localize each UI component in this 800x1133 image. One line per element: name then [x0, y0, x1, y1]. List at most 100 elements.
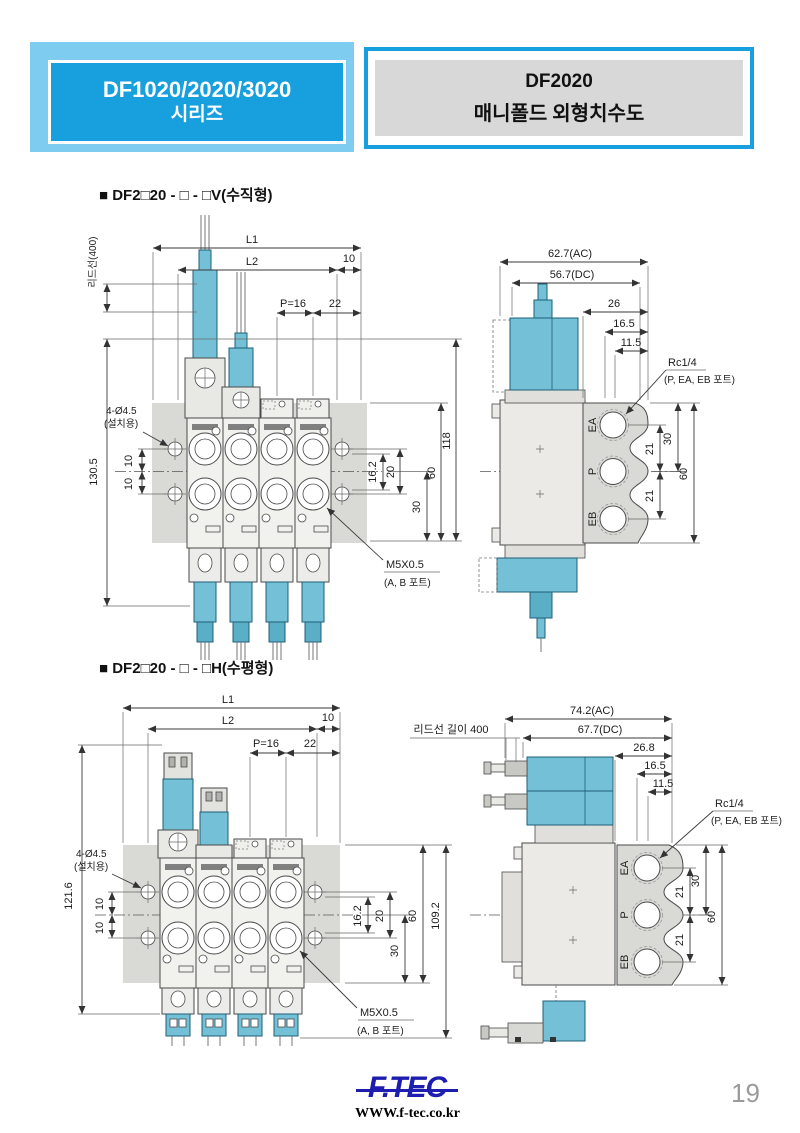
side-top-solenoid: [509, 317, 579, 391]
dim-l2: L2: [246, 256, 258, 268]
diagram-vertical: L1 L2 10 P=16 22 리드선(400) 130.5 4-Ø4.5 (…: [87, 215, 735, 660]
dim-21b: 21: [674, 934, 686, 946]
top-solenoid-2: [221, 272, 261, 419]
model-title-band: DF2020 매니폴드 외형치수도: [375, 60, 743, 136]
dim-l2: L2: [222, 715, 234, 727]
model-title: DF2020: [525, 70, 593, 92]
thread-label: M5X0.5: [386, 559, 424, 571]
logo-text: F.TEC: [367, 1071, 447, 1104]
thread-label: M5X0.5: [360, 1007, 398, 1019]
dim-22: 22: [329, 298, 341, 310]
dim-p16: P=16: [253, 738, 279, 750]
section-title-horizontal: ■ DF2□20 - □ - □H(수평형): [99, 660, 274, 677]
side-top-solenoids: [483, 756, 614, 826]
port-label-p: P: [587, 468, 599, 475]
dim-109-2: 109.2: [430, 902, 442, 930]
dim-10b: 10: [123, 478, 135, 490]
dim-p16: P=16: [280, 298, 306, 310]
port-p: [631, 899, 663, 931]
dim-60s: 60: [678, 468, 690, 480]
port-label-eb: EB: [619, 955, 631, 970]
front-view-horizontal: L1 L2 10 P=16 22 121.6 4-Ø4.5 (설치용) 10 1…: [63, 694, 452, 1047]
side-view-vertical: EA P EB 62.7(AC) 56.7(DC) 26 16.5: [478, 248, 735, 652]
valve-body-side: [499, 399, 586, 546]
thread-ports-label: (A, B 포트): [384, 578, 431, 589]
valve-station: [267, 857, 305, 1047]
mount-hole-label: 4-Ø4.5: [106, 406, 137, 417]
valve-station: [294, 417, 332, 660]
valve-body-side: [521, 842, 616, 986]
port-label-eb: EB: [587, 512, 599, 527]
dim-21b: 21: [644, 490, 656, 502]
dim-dc: 56.7(DC): [550, 269, 595, 281]
station-cap: [269, 838, 303, 859]
dim-10a: 10: [123, 455, 135, 467]
front-view-vertical: L1 L2 10 P=16 22 리드선(400) 130.5 4-Ø4.5 (…: [87, 215, 462, 660]
top-solenoid-1: [184, 215, 226, 419]
dim-130-5: 130.5: [88, 458, 100, 486]
dim-26: 26: [608, 298, 620, 310]
dim-l1: L1: [246, 234, 258, 246]
mount-hole-label: 4-Ø4.5: [76, 849, 107, 860]
dim-60: 60: [407, 910, 419, 922]
dim-11-5: 11.5: [653, 778, 674, 790]
mount-hole-label2: (설치용): [74, 861, 108, 873]
company-logo: F.TEC: [352, 1073, 462, 1103]
rc-label: Rc1/4: [715, 798, 744, 810]
dim-30: 30: [411, 501, 423, 513]
dim-ac: 74.2(AC): [570, 705, 614, 717]
dim-30s: 30: [662, 433, 674, 445]
dim-l1: L1: [222, 694, 234, 706]
port-eb: [597, 503, 629, 535]
dim-60: 60: [426, 467, 438, 479]
valve-station: [159, 857, 197, 1047]
dim-16-5: 16.5: [644, 760, 665, 772]
dim-30s: 30: [690, 875, 702, 887]
station-cap: [233, 838, 267, 859]
lead-wire-label: 리드선(400): [87, 237, 99, 288]
lead-wire-label: 리드선 길이 400: [413, 723, 488, 736]
logo-strike-line: [356, 1089, 458, 1092]
valve-station: [222, 417, 260, 660]
dim-118: 118: [441, 432, 453, 450]
top-solenoid-1: [157, 752, 199, 859]
top-solenoid-2: [195, 787, 233, 859]
mount-hole-label2: (설치용): [104, 418, 138, 430]
port-label-ea: EA: [587, 417, 599, 432]
rc-label: Rc1/4: [668, 357, 697, 369]
port-label-p: P: [619, 911, 631, 918]
diagram-horizontal: L1 L2 10 P=16 22 121.6 4-Ø4.5 (설치용) 10 1…: [63, 694, 782, 1047]
dim-22: 22: [304, 738, 316, 750]
dim-121-6: 121.6: [63, 882, 75, 910]
series-subtitle: 시리즈: [170, 104, 224, 125]
series-title-box: DF1020/2020/3020 시리즈: [48, 60, 346, 144]
dim-20: 20: [374, 910, 386, 922]
side-bottom-solenoid: [480, 985, 586, 1044]
dim-20: 20: [385, 466, 397, 478]
dim-10: 10: [322, 712, 334, 724]
model-title-box: DF2020 매니폴드 외형치수도: [364, 47, 754, 149]
port-label-ea: EA: [619, 860, 631, 875]
port-p: [597, 455, 629, 488]
dim-16-2: 16.2: [352, 905, 364, 926]
dim-10b: 10: [94, 922, 106, 934]
dim-16-2: 16.2: [367, 461, 379, 482]
thread-ports-label: (A, B 포트): [357, 1026, 404, 1037]
dim-16-5: 16.5: [613, 318, 634, 330]
dim-ac: 62.7(AC): [548, 248, 592, 260]
series-title: DF1020/2020/3020: [102, 77, 292, 102]
dim-21a: 21: [674, 886, 686, 898]
dim-10a: 10: [94, 898, 106, 910]
valve-station: [186, 417, 224, 660]
dim-dc: 67.7(DC): [578, 724, 623, 736]
rc-ports-label: (P, EA, EB 포트): [711, 816, 782, 827]
dim-10: 10: [343, 253, 355, 265]
station-cap: [296, 398, 330, 419]
dim-21a: 21: [644, 443, 656, 455]
valve-station: [258, 417, 296, 660]
page-number: 19: [731, 1078, 760, 1108]
rc-ports-label: (P, EA, EB 포트): [664, 375, 735, 386]
dim-11-5: 11.5: [621, 337, 642, 349]
model-subtitle: 매니폴드 외형치수도: [473, 102, 645, 125]
